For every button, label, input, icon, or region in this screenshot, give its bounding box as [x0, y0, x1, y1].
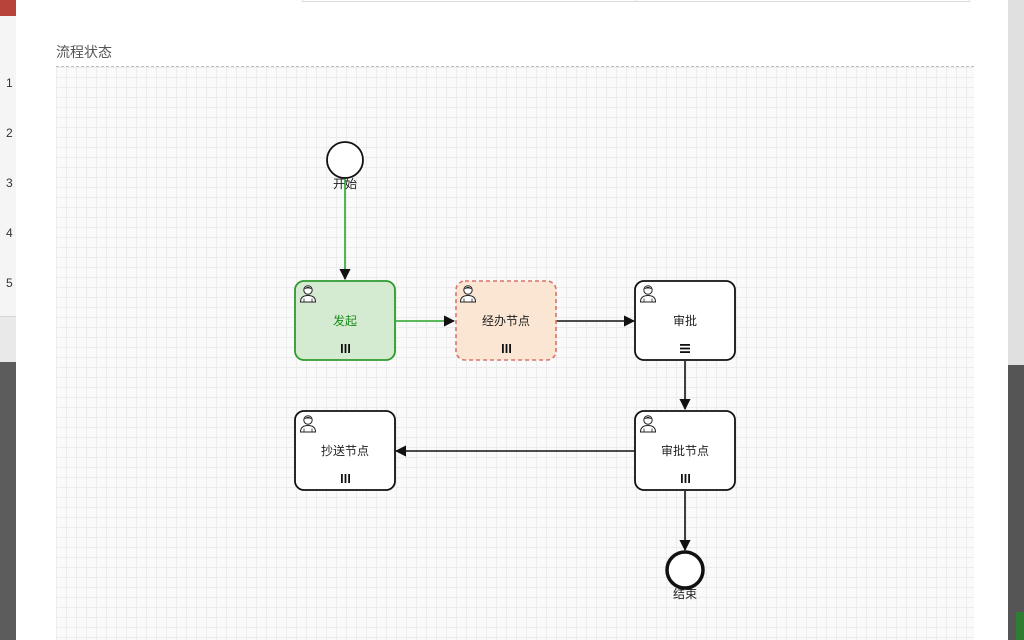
- background-row: [0, 266, 16, 317]
- background-green-accent: [1016, 612, 1024, 640]
- background-overlay: [0, 362, 16, 640]
- parallel-marker-icon: [341, 474, 350, 483]
- sequential-marker-icon: [680, 344, 690, 353]
- background-row: [0, 116, 16, 167]
- parallel-marker-icon: [502, 344, 511, 353]
- background-row: [0, 216, 16, 267]
- background-row-number: 5: [6, 276, 13, 290]
- process-status-modal: 流程状态: [16, 0, 1008, 640]
- background-panel: [1008, 0, 1024, 365]
- background-table-edge: 1 2 3 4 5: [0, 0, 16, 640]
- task-faqi[interactable]: 发起: [294, 280, 396, 361]
- task-jingban[interactable]: 经办节点: [455, 280, 557, 361]
- background-header-accent: [0, 0, 16, 16]
- task-jingban-label: 经办节点: [482, 313, 530, 328]
- task-shenpi-node-label: 审批节点: [661, 443, 709, 458]
- task-chaosong-label: 抄送节点: [321, 443, 369, 458]
- background-row-number: 4: [6, 226, 13, 240]
- start-event[interactable]: 开始: [326, 141, 364, 191]
- task-shenpi[interactable]: 审批: [634, 280, 736, 361]
- parallel-marker-icon: [341, 344, 350, 353]
- task-shenpi-node[interactable]: 审批节点: [634, 410, 736, 491]
- section-divider: [56, 66, 974, 67]
- task-shenpi-label: 审批: [673, 313, 697, 328]
- bpmn-canvas[interactable]: 开始 发起 经办节点 审批: [56, 67, 974, 640]
- background-row: [0, 16, 16, 67]
- parallel-marker-icon: [681, 474, 690, 483]
- end-event[interactable]: 结束: [665, 550, 705, 601]
- detail-table-bottom: [302, 0, 970, 2]
- background-row-number: 1: [6, 76, 13, 90]
- background-row: [0, 66, 16, 117]
- background-row-number: 2: [6, 126, 13, 140]
- end-event-label: 结束: [673, 587, 697, 601]
- section-title: 流程状态: [56, 44, 112, 60]
- background-row: [0, 166, 16, 217]
- background-row-number: 3: [6, 176, 13, 190]
- task-faqi-label: 发起: [333, 313, 357, 328]
- bpmn-diagram: 开始 发起 经办节点 审批: [294, 141, 736, 601]
- table-divider: [635, 0, 636, 1]
- start-event-label: 开始: [333, 177, 357, 191]
- task-chaosong[interactable]: 抄送节点: [294, 410, 396, 491]
- background-right-edge: [1008, 0, 1024, 640]
